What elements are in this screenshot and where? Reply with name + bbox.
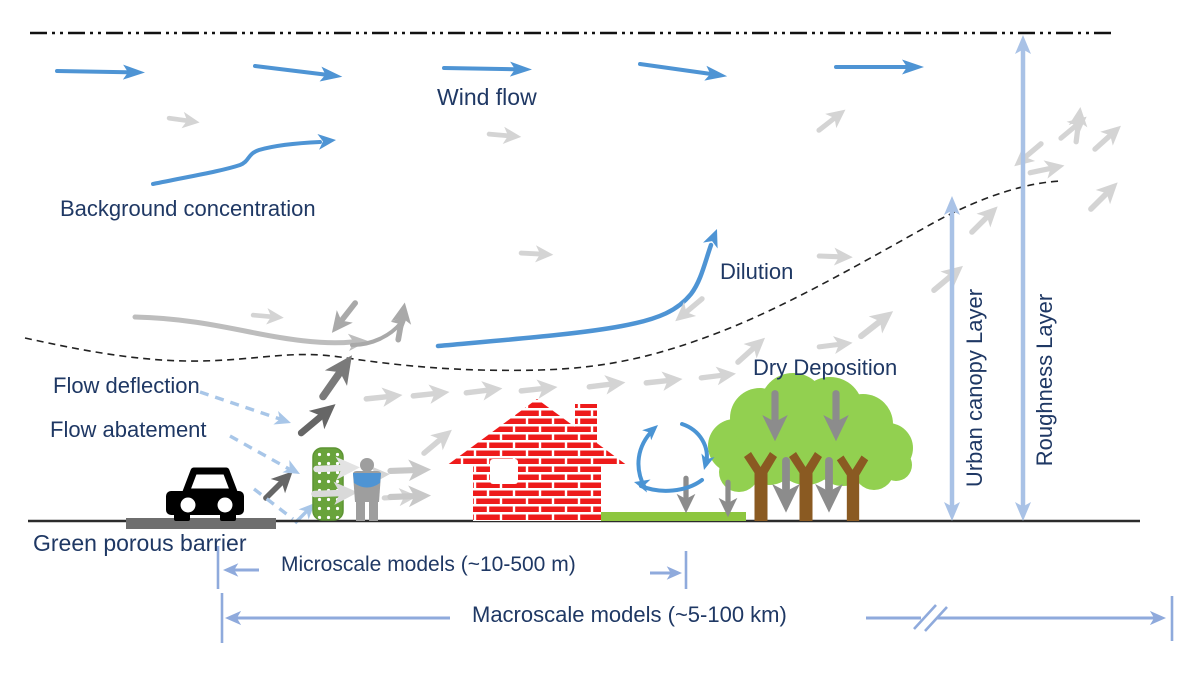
gray-arrow-icon [365,385,403,408]
macroscale-models-label: Macroscale models (~5-100 km) [472,602,787,627]
wind-arrow-icon [636,54,731,86]
flow-abatement-label: Flow abatement [50,417,207,442]
window [490,459,518,484]
gray-arrow-icon [465,379,504,403]
roughness-extent-arrow [1015,35,1031,521]
recirculation-arrows [632,419,715,493]
gray-arrow-icon [1028,156,1066,182]
gray-arrow-icon [645,369,683,392]
microscale-extent-indicator [216,546,688,589]
macroscale-extent-indicator [220,593,1174,643]
gray-arrow-icon [294,395,344,442]
wind-arrow-icon [252,56,346,87]
background-concentration-label: Background concentration [60,196,316,221]
gray-arrow-icon [854,303,899,345]
house-icon [446,399,628,521]
dry-deposition-label: Dry Deposition [753,355,898,380]
wind-arrow-icon [54,61,148,83]
flow-abatement-dashed-arrow [229,434,304,481]
gray-arrow-icon [700,364,737,387]
background-concentration-arrow [151,132,337,186]
person-icon [353,458,381,521]
gray-arrow-icon [819,247,853,266]
trees-icon [708,373,913,521]
boundary-layer-dashed-curve [24,180,1063,372]
flow-deflection-dashed-arrow [199,390,294,430]
gray-arrow-icon [390,459,431,482]
gray-arrow-icon [588,373,627,397]
gray-arrow-icon [324,297,363,339]
gray-arrow-icon [390,485,431,508]
urban-canopy-extent-arrow [944,196,960,521]
roughness-layer-label: Roughness Layer [1032,293,1057,467]
gray-arrow-icon [818,334,854,356]
gray-streamline [132,314,369,351]
wind-flow-label: Wind flow [437,84,537,110]
grass-strip [601,512,746,521]
car-icon [166,467,244,521]
gray-arrow-icon [813,102,851,137]
gray-arrow-icon [521,244,554,263]
gray-arrow-icon [520,377,558,400]
road [126,518,276,529]
gray-arrow-icon [418,422,458,460]
gray-arrow-icon [1089,119,1128,156]
dilution-label: Dilution [720,259,794,284]
dilution-arrow [435,226,725,349]
barrier-approach-dashed-arrow [252,487,321,525]
flow-deflection-label: Flow deflection [53,373,200,398]
wind-arrow-icon [441,58,535,80]
gray-arrow-icon [1084,175,1125,216]
gray-arrow-icon [252,307,284,326]
gray-arrow-icon [412,382,450,405]
microscale-models-label: Microscale models (~10-500 m) [281,553,576,576]
gray-arrow-icon [168,110,201,131]
green-porous-barrier-icon [313,447,360,521]
wind-arrow-icon [834,57,926,77]
gray-arrow-icon [1067,106,1090,143]
gray-arrow-icon [388,301,415,342]
green-porous-barrier-label: Green porous barrier [33,530,247,556]
wind-flow-arrows [54,54,926,87]
urban-canopy-layer-label: Urban canopy Layer [962,288,987,488]
gray-arrow-icon [488,126,522,146]
